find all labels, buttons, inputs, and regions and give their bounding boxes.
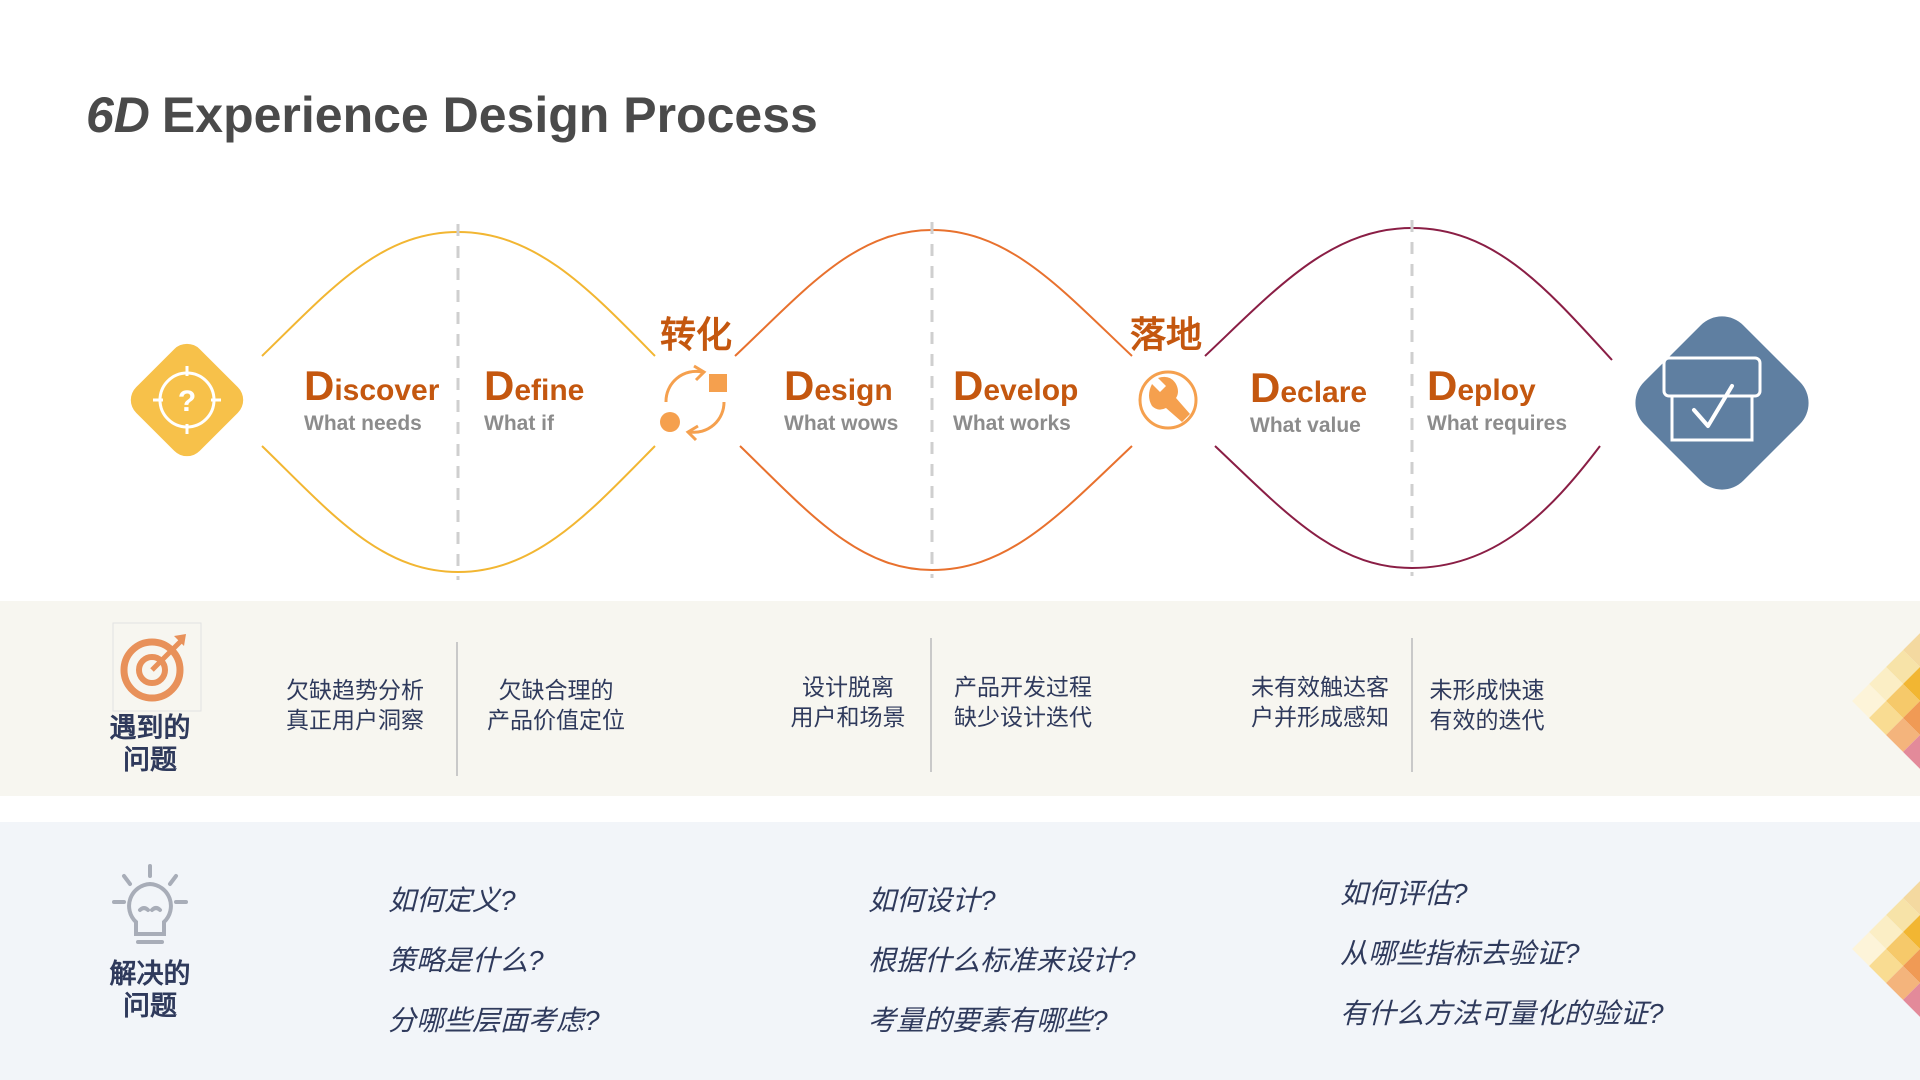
solution-question: 有什么方法可量化的验证? [1340, 998, 1664, 1029]
problem-deploy-line1: 未形成快速 [1429, 677, 1545, 703]
solution-question: 策略是什么? [388, 945, 544, 976]
solutions-label-line2: 问题 [123, 991, 177, 1022]
phase-declare: Declare What value [1250, 364, 1367, 438]
phase-define-sub: What if [484, 412, 554, 435]
lightbulb-icon [112, 864, 188, 944]
solutions-column-1: 如何定义? 策略是什么? 分哪些层面考虑? [388, 879, 600, 1059]
phase-design: Design What wows [784, 362, 898, 436]
problem-discover: 欠缺趋势分析 真正用户洞察 [270, 676, 440, 736]
solution-question: 根据什么标准来设计? [868, 945, 1136, 976]
problem-define-line1: 欠缺合理的 [498, 677, 614, 703]
phase-define-rest: efine [514, 374, 585, 407]
solutions-column-3: 如何评估? 从哪些指标去验证? 有什么方法可量化的验证? [1340, 872, 1664, 1052]
phase-define-cap: D [484, 362, 515, 409]
solution-question: 考量的要素有哪些? [868, 1005, 1108, 1036]
phase-design-cap: D [784, 362, 815, 409]
problem-deploy-line2: 有效的迭代 [1429, 706, 1545, 733]
problem-deploy: 未形成快速 有效的迭代 [1402, 676, 1572, 736]
loop-declare-deploy-bottom [1214, 445, 1601, 570]
solution-question: 从哪些指标去验证? [1340, 938, 1580, 969]
phase-discover-sub: What needs [304, 412, 422, 435]
phase-discover-cap: D [304, 362, 335, 409]
problem-develop-line2: 缺少设计迭代 [954, 703, 1092, 730]
problem-design-line1: 设计脱离 [802, 674, 894, 700]
problem-develop-line1: 产品开发过程 [954, 674, 1092, 700]
problems-label: 遇到的 问题 [90, 712, 210, 777]
phase-discover: Discover What needs [304, 362, 439, 436]
phase-declare-rest: eclare [1280, 376, 1368, 409]
wrench-icon [1138, 370, 1198, 430]
problem-divider-1 [456, 642, 458, 776]
title-prefix: 6D [86, 87, 150, 143]
solution-question: 分哪些层面考虑? [388, 1005, 600, 1036]
solution-question: 如何设计? [868, 885, 996, 916]
problem-declare-line1: 未有效触达客 [1251, 674, 1389, 700]
phase-deploy-sub: What requires [1427, 412, 1568, 435]
phase-discover-rest: iscover [334, 374, 440, 407]
problem-design: 设计脱离 用户和场景 [763, 673, 933, 733]
problems-label-line1: 遇到的 [109, 713, 191, 743]
end-diamond [1635, 316, 1809, 490]
problem-define-line2: 产品价值定位 [487, 706, 625, 733]
solutions-column-2: 如何设计? 根据什么标准来设计? 考量的要素有哪些? [868, 879, 1136, 1059]
phase-declare-sub: What value [1250, 414, 1361, 437]
phase-deploy-cap: D [1427, 362, 1458, 409]
problems-band [0, 601, 1920, 796]
problem-divider-3 [1411, 638, 1413, 772]
target-arrow-icon [112, 622, 202, 712]
solutions-label: 解决的 问题 [90, 958, 210, 1023]
solution-question: 如何评估? [1340, 878, 1468, 909]
phase-deploy: Deploy What requires [1427, 362, 1567, 436]
solution-question: 如何定义? [388, 885, 516, 916]
problems-label-line2: 问题 [123, 745, 177, 776]
svg-text:?: ? [178, 385, 196, 418]
problem-declare: 未有效触达客 户并形成感知 [1235, 673, 1405, 733]
connector-landing: 落地 [1130, 314, 1203, 355]
problem-define: 欠缺合理的 产品价值定位 [471, 676, 641, 736]
process-diagram: ? [130, 220, 1809, 580]
start-diamond: ? [130, 343, 244, 457]
problem-discover-line1: 欠缺趋势分析 [286, 677, 424, 703]
phase-develop-cap: D [953, 362, 984, 409]
mosaic-decoration-top [1852, 633, 1920, 769]
loop-declare-deploy-top [1204, 226, 1613, 361]
phase-declare-cap: D [1250, 364, 1281, 411]
problem-discover-line2: 真正用户洞察 [286, 706, 424, 733]
connector-transform: 转化 [660, 314, 733, 355]
mosaic-decoration-bottom [1852, 881, 1920, 1017]
title-main: Experience Design Process [161, 87, 818, 143]
phase-design-rest: esign [814, 374, 893, 407]
problem-develop: 产品开发过程 缺少设计迭代 [938, 673, 1108, 733]
phase-deploy-rest: eploy [1457, 374, 1536, 407]
problem-divider-2 [930, 638, 932, 772]
phase-develop-rest: evelop [983, 374, 1079, 407]
phase-develop-sub: What works [953, 412, 1071, 435]
solutions-band [0, 822, 1920, 1080]
loop-discover-define-bottom [261, 445, 656, 574]
phase-develop: Develop What works [953, 362, 1078, 436]
problem-declare-line2: 户并形成感知 [1251, 703, 1389, 730]
check-icon [1662, 356, 1762, 442]
phase-define: Define What if [484, 362, 584, 436]
solutions-label-line1: 解决的 [109, 959, 191, 989]
loop-design-develop-bottom [739, 445, 1133, 572]
problem-design-line2: 用户和场景 [790, 703, 906, 730]
target-question-icon [153, 366, 221, 434]
transform-icon [660, 364, 727, 442]
phase-design-sub: What wows [784, 412, 899, 435]
